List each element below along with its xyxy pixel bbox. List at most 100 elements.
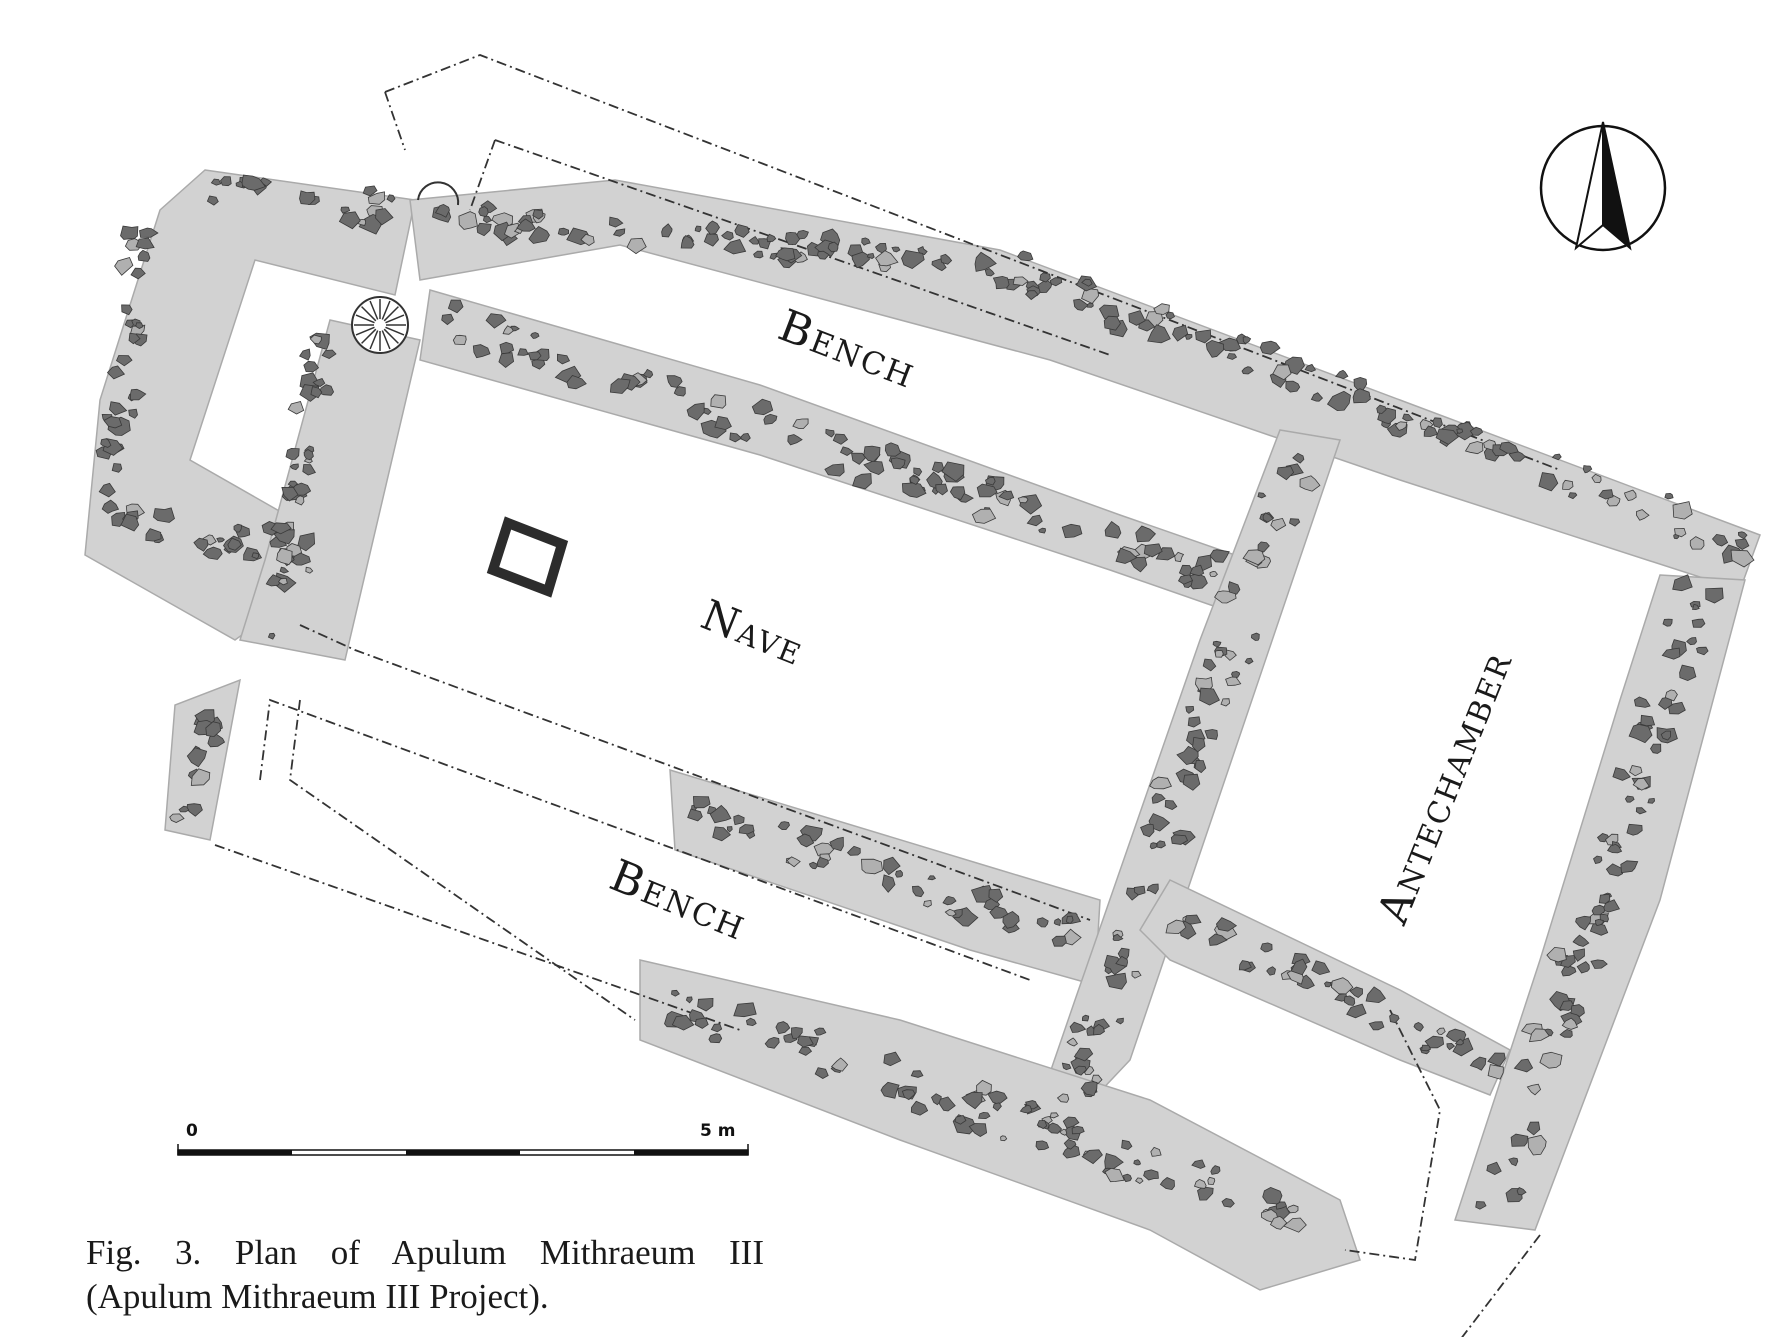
stone [881,874,896,893]
stone [1561,1017,1579,1030]
stone [816,856,829,868]
stone [1452,1037,1474,1057]
stone [1148,813,1171,832]
stone [1062,1144,1081,1159]
stone [609,378,631,394]
stone [1259,340,1281,355]
stone [775,1021,791,1035]
stone [1192,736,1206,753]
stone [1002,911,1020,929]
stone [1129,556,1148,573]
stone [1231,670,1241,678]
stone [901,482,927,498]
stone [137,249,151,262]
stone [1558,1000,1575,1011]
stone [1570,1004,1585,1018]
stone [1285,380,1301,393]
stone [1590,959,1608,969]
stone [1365,986,1386,1004]
stone [866,252,875,259]
stone [251,552,260,560]
stone [1063,1139,1077,1150]
stone [1193,1178,1207,1189]
stone [498,352,515,369]
stone [120,225,139,240]
stone [687,808,703,822]
stone [1199,687,1220,706]
stone [1576,961,1590,974]
sunburst-ray [385,314,405,324]
stone [1343,995,1356,1006]
sunburst-ray [361,306,377,322]
stone [434,203,450,218]
stone [1081,278,1093,287]
stone [305,566,314,574]
stone [139,227,159,238]
stone [913,467,923,477]
scale-bar-start-label: 0 [186,1121,198,1141]
stone [1035,1140,1050,1151]
stone [680,235,695,249]
stone [1424,1035,1445,1049]
stone [1546,946,1567,963]
stone [976,483,998,498]
stone [169,813,185,823]
sunburst-ray [385,326,405,336]
stone [608,216,624,228]
stone [1153,303,1170,315]
stone [1226,353,1238,360]
stone [721,230,734,241]
stone [270,522,292,535]
stone [1647,797,1656,804]
stone [1039,272,1051,283]
stone [1454,1038,1465,1046]
stone [1469,426,1484,436]
stone [935,483,948,496]
stone [476,222,492,237]
stone [1197,1186,1214,1201]
stone [1065,915,1074,924]
stone [235,180,243,189]
stone [103,416,123,429]
stone [1394,421,1408,431]
stone [1146,883,1159,895]
stone [375,208,394,226]
stone [186,747,208,768]
stone [883,856,901,876]
stone [1624,795,1635,803]
stone [1149,776,1172,790]
stone [1598,489,1614,500]
stone [1270,517,1287,532]
stone [152,507,175,523]
stone [1389,1013,1400,1024]
stone [792,418,809,430]
stone [285,447,300,460]
stone [1538,472,1559,492]
stone [1061,1062,1072,1071]
stone [1048,1122,1063,1134]
stone [294,495,305,506]
sunburst-ray [355,314,375,324]
stone [686,402,705,421]
stone [944,908,957,917]
stone [1594,918,1604,926]
stone [1635,807,1647,815]
stone [1672,501,1693,520]
stone [612,228,626,237]
stone [748,235,760,245]
stone [1194,760,1207,774]
stone [1260,942,1273,953]
stone [1036,1120,1048,1130]
stone [1591,904,1606,916]
stone [1402,413,1414,422]
stone [1026,514,1043,527]
stone [1705,587,1724,604]
stone [1242,336,1252,344]
stone [1696,646,1709,656]
stone [1191,1159,1206,1169]
stone [309,334,322,345]
caption-line-2: (Apulum Mithraeum III Project). [86,1277,549,1316]
stone [120,513,140,532]
stone [447,299,464,314]
